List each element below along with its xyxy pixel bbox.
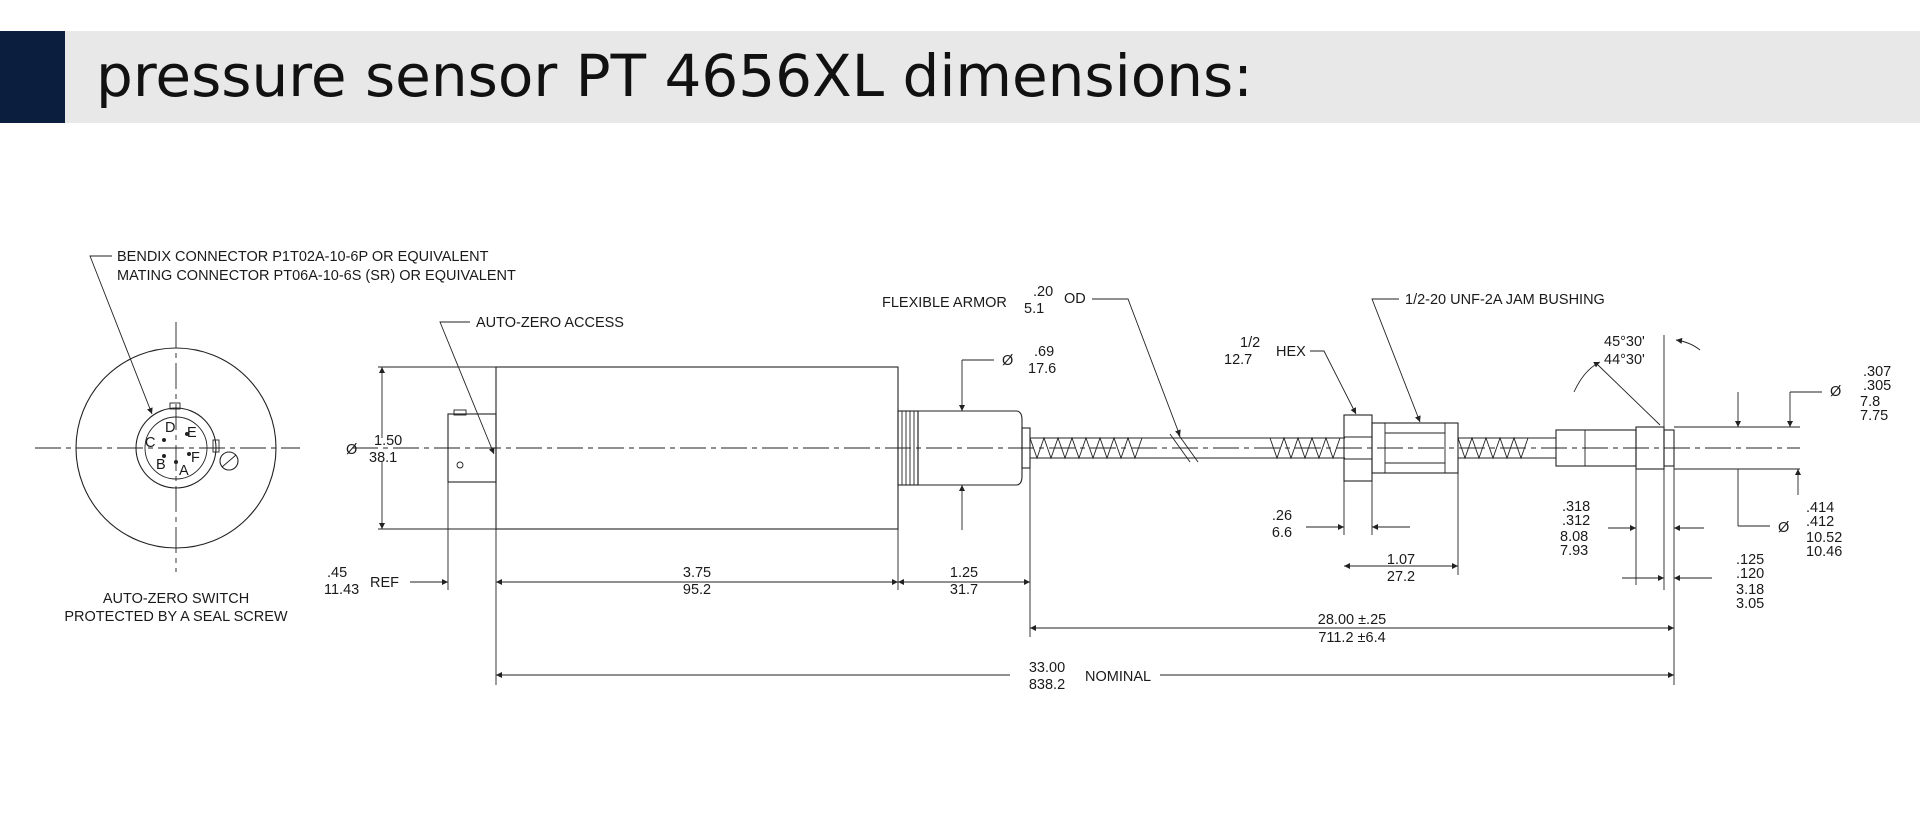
auto-zero-label: AUTO-ZERO ACCESS — [476, 315, 624, 331]
title-accent-block — [0, 31, 65, 123]
connector-label-2: MATING CONNECTOR PT06A-10-6S (SR) OR EQU… — [117, 268, 516, 284]
auto-zero-port — [456, 461, 464, 469]
seal-screw-icon — [219, 451, 239, 471]
cable-len-mm: 711.2 ±6.4 — [1318, 630, 1385, 646]
body-len-mm: 95.2 — [683, 582, 711, 598]
shoulder-dia-in-1: .414 — [1806, 500, 1834, 516]
hex-thk-in: .26 — [1272, 508, 1292, 524]
angle-2: 44°30' — [1604, 352, 1645, 368]
armor-label: FLEXIBLE ARMOR — [882, 295, 1007, 311]
body-dia-mm: 38.1 — [369, 450, 397, 466]
tip-dia-mm-2: 7.75 — [1860, 408, 1888, 424]
side-view: AUTO-ZERO ACCESS — [352, 315, 1800, 530]
hex-label: HEX — [1276, 344, 1306, 360]
hex-leader — [1310, 350, 1357, 415]
pin-c-label: C — [145, 435, 155, 451]
nose-mm-2: 7.93 — [1560, 543, 1588, 559]
connector-leader — [89, 255, 153, 415]
jam-bushing — [1371, 422, 1459, 474]
armor-mm: 5.1 — [1024, 301, 1044, 317]
pin-e-label: E — [187, 425, 197, 441]
pin-b-label: B — [156, 457, 166, 473]
pin-a-label: A — [179, 463, 189, 479]
nose-mm-1: 8.08 — [1560, 529, 1588, 545]
tip-len-in-2: .120 — [1736, 566, 1764, 582]
pin-f-label: F — [191, 450, 200, 466]
shoulder-dia-mm-2: 10.46 — [1806, 544, 1842, 560]
ref-mm: 11.43 — [324, 582, 359, 598]
page-title: pressure sensor PT 4656XL dimensions: — [96, 42, 1253, 110]
neck — [917, 410, 1023, 486]
armor-leader — [1092, 298, 1181, 437]
tip-len-in-1: .125 — [1736, 552, 1764, 568]
bushing-leader — [1371, 298, 1421, 423]
total-len-mm: 838.2 — [1029, 677, 1065, 693]
pin-d-label: D — [165, 420, 175, 436]
neck-dia-mm: 17.6 — [1028, 361, 1056, 377]
tip-dia-in-1: .307 — [1863, 364, 1891, 380]
tip-len-mm-2: 3.05 — [1736, 596, 1764, 612]
dia-symbol-tip: Ø — [1830, 384, 1841, 400]
bushing-label: 1/2-20 UNF-2A JAM BUSHING — [1405, 292, 1605, 308]
body-dia-in: 1.50 — [374, 433, 402, 449]
neck-len-mm: 31.7 — [950, 582, 978, 598]
dia-symbol-neck: Ø — [1002, 353, 1013, 369]
end-view: D E C B A F BENDIX CONNECTOR P1T02A-10-6… — [35, 249, 516, 625]
connector-key-side — [212, 439, 220, 453]
bushing-len-in: 1.07 — [1387, 552, 1415, 568]
shoulder-dia-in-2: .412 — [1806, 514, 1834, 530]
dia-symbol-body: Ø — [346, 442, 357, 458]
shoulder-dia-mm-1: 10.52 — [1806, 530, 1842, 546]
switch-label-2: PROTECTED BY A SEAL SCREW — [64, 609, 288, 625]
hex-in: 1/2 — [1240, 335, 1260, 351]
connector-label-1: BENDIX CONNECTOR P1T02A-10-6P OR EQUIVAL… — [117, 249, 489, 265]
title-band — [0, 31, 1920, 123]
cable-len-in: 28.00 ±.25 — [1318, 612, 1386, 628]
armor-in: .20 — [1033, 284, 1053, 300]
hex-thk-mm: 6.6 — [1272, 525, 1292, 541]
hex-mm: 12.7 — [1224, 352, 1252, 368]
ref-in: .45 — [327, 565, 347, 581]
total-len-in: 33.00 — [1029, 660, 1065, 676]
body-len-in: 3.75 — [683, 565, 711, 581]
neck-taper — [1021, 427, 1031, 469]
nose-in-1: .318 — [1562, 499, 1590, 515]
nominal-label: NOMINAL — [1085, 669, 1151, 685]
switch-label-1: AUTO-ZERO SWITCH — [103, 591, 249, 607]
dia-symbol-shoulder: Ø — [1778, 520, 1789, 536]
connector-key — [169, 402, 181, 410]
nose-in-2: .312 — [1562, 513, 1590, 529]
tip-dia-in-2: .305 — [1863, 378, 1891, 394]
armor-od: OD — [1064, 291, 1086, 307]
ref-label: REF — [370, 575, 399, 591]
auto-zero-leader — [439, 321, 495, 455]
neck-dia-in: .69 — [1034, 344, 1054, 360]
armor-coil-mid — [1269, 436, 1341, 460]
angle-1: 45°30' — [1604, 334, 1645, 350]
dimensions: Ø 1.50 38.1 .45 11.43 REF 3.75 95.2 1.25… — [324, 284, 1891, 693]
tip-len-mm-1: 3.18 — [1736, 582, 1764, 598]
bushing-len-mm: 27.2 — [1387, 569, 1415, 585]
tip-dia-mm-1: 7.8 — [1860, 394, 1880, 410]
neck-len-in: 1.25 — [950, 565, 978, 581]
